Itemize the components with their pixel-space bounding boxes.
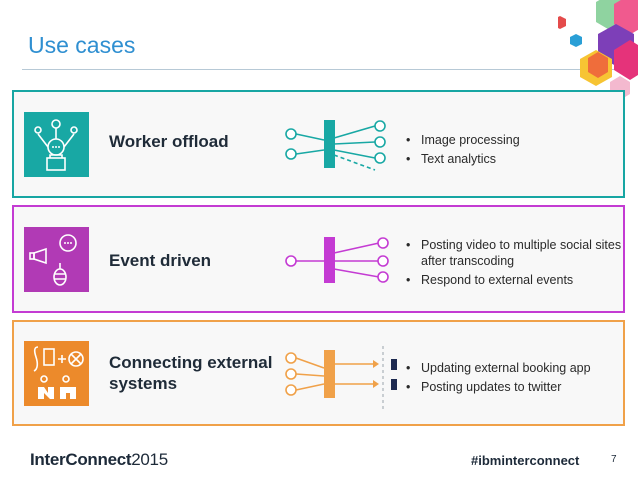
hashtag: #ibminterconnect	[471, 453, 580, 468]
bullet-item: Respond to external events	[404, 272, 623, 288]
worker-offload-tile	[24, 112, 89, 177]
page-number: 7	[611, 454, 617, 465]
bullet-list: Updating external booking app Posting up…	[404, 360, 591, 398]
logo-name: InterConnect	[30, 450, 132, 469]
integration-symbols-icon	[33, 346, 84, 399]
megaphone-bee-icon	[29, 234, 77, 286]
bullet-list: Image processing Text analytics	[404, 132, 520, 170]
event-driven-tile	[24, 227, 89, 292]
worker-offload-flow-diagram	[285, 120, 386, 171]
event-driven-flow-diagram	[285, 237, 389, 283]
panel-worker-offload: Worker offload Image processing Text ana…	[12, 90, 625, 198]
bullet-list: Posting video to multiple social sites a…	[404, 237, 623, 291]
bullet-item: Posting updates to twitter	[404, 379, 591, 395]
logo-year: 2015	[131, 450, 168, 469]
worker-bees-icon	[34, 119, 78, 171]
panel-label-line2: systems	[109, 374, 178, 393]
panel-label-line1: Connecting external	[109, 353, 273, 372]
connecting-systems-tile	[24, 341, 89, 406]
panel-connecting-external-systems: Connecting external systems Updating ext…	[12, 320, 625, 426]
bullet-item: Text analytics	[404, 151, 520, 167]
connecting-systems-flow-diagram	[285, 346, 397, 412]
title-divider	[22, 69, 638, 70]
hexagon-decoration-icon	[558, 0, 638, 100]
panel-label: Connecting external systems	[109, 352, 272, 394]
panel-label: Worker offload	[109, 132, 229, 151]
bullet-item: Posting video to multiple social sites a…	[404, 237, 623, 269]
bullet-item: Image processing	[404, 132, 520, 148]
panel-label: Event driven	[109, 251, 212, 270]
panel-event-driven: Event driven Posting video to multiple s…	[12, 205, 625, 313]
slide-title: Use cases	[28, 32, 136, 58]
interconnect-logo: InterConnect2015	[30, 450, 168, 470]
bullet-item: Updating external booking app	[404, 360, 591, 376]
